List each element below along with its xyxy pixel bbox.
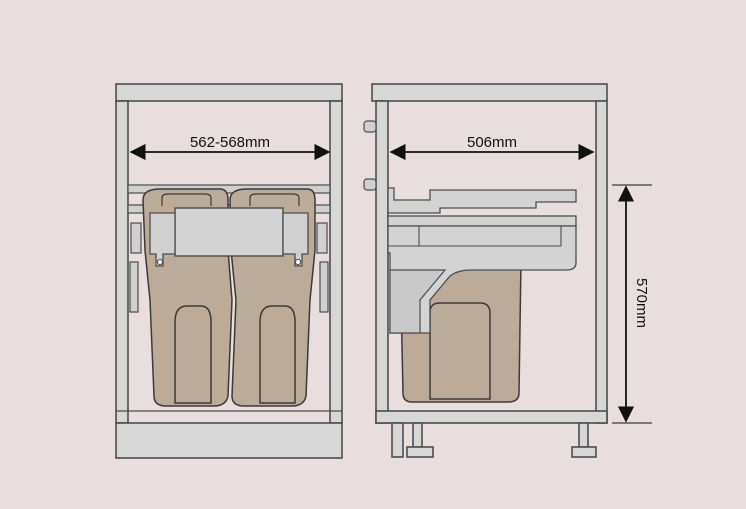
side-cabinet-top-panel [371, 83, 608, 102]
side-height-label: 570mm [633, 278, 650, 328]
side-front-leg-post [578, 422, 589, 448]
side-cabinet-front-panel [595, 100, 608, 424]
side-wall-fixing-lower [363, 178, 377, 191]
side-drawer-middle-rail [387, 215, 577, 227]
side-depth-dimension: 506mm [389, 134, 595, 161]
side-back-leg [391, 422, 404, 458]
side-height-dimension: 570mm [612, 184, 652, 424]
front-cabinet-left-panel [115, 100, 129, 424]
front-mounting-frame [174, 207, 284, 257]
front-frame-left-bracket [149, 212, 176, 267]
front-cabinet-plinth [115, 422, 343, 459]
front-left-runner-upper [130, 222, 142, 254]
side-cabinet-bottom-panel [375, 410, 608, 424]
side-back-leg-post [412, 422, 423, 448]
side-cabinet-back-panel [375, 100, 389, 424]
side-front-leg-foot [571, 446, 597, 458]
side-drawer-front-body [387, 225, 577, 334]
front-cabinet-right-panel [329, 100, 343, 424]
side-drawer-lower-bracket [389, 269, 447, 334]
side-wall-fixing-upper [363, 120, 377, 133]
front-width-label: 562-568mm [190, 134, 270, 151]
front-right-runner-lower [319, 261, 329, 313]
front-left-runner-lower [129, 261, 139, 313]
side-view [363, 83, 608, 458]
side-drawer-top-rail [387, 187, 577, 214]
side-depth-label: 506mm [467, 134, 517, 151]
front-width-dimension: 562-568mm [129, 134, 331, 161]
front-top-rail [127, 184, 331, 194]
front-cabinet-top-panel [115, 83, 343, 102]
front-right-runner-upper [316, 222, 328, 254]
front-frame-right-bracket [282, 212, 309, 267]
front-view [115, 83, 343, 459]
side-back-leg-foot [406, 446, 434, 458]
